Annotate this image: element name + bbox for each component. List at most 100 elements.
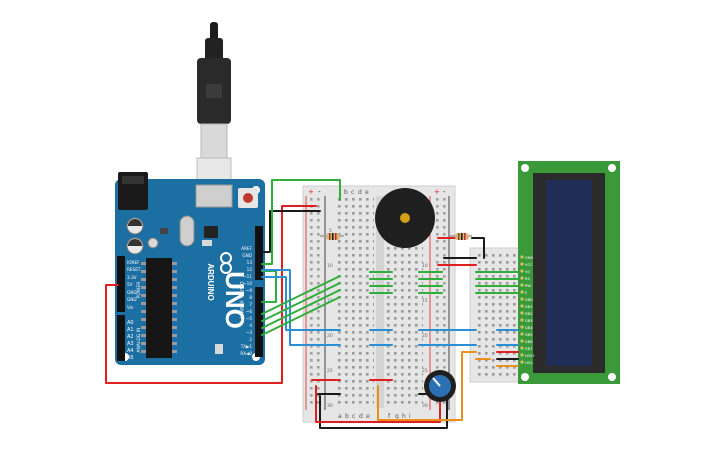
digital-header-title: DIGITAL (PWM~): [238, 281, 244, 319]
lcd-pin-label: DB1: [525, 305, 533, 309]
digital-pin-label: 8: [249, 295, 252, 300]
arduino-infinity-logo: [220, 252, 232, 274]
wire-red-bottom[interactable]: [315, 385, 441, 423]
column-letter: c: [351, 189, 354, 196]
mini-breadboard[interactable]: [469, 247, 523, 383]
uno-logo-text: UNO: [220, 271, 250, 329]
power-pin-label: GND: [127, 297, 137, 302]
lcd-pin-label: GND: [525, 256, 533, 260]
mounting-hole: [608, 373, 616, 381]
column-letter: c: [352, 413, 355, 420]
lcd-pin-label: DB3: [525, 319, 533, 323]
gnd-label: GND: [242, 253, 252, 258]
digital-pin-label: ~3: [246, 330, 253, 335]
power-header: [117, 256, 125, 312]
column-letter: g: [395, 413, 399, 420]
row-number: 10: [422, 263, 428, 269]
row-number: 25: [327, 368, 333, 374]
column-letter: h: [402, 413, 406, 420]
analog-pin-label: A4: [127, 348, 134, 354]
digital-pin-label: 12: [247, 267, 253, 272]
wire-green-aref[interactable]: [261, 179, 341, 265]
resistor-1[interactable]: [320, 233, 344, 240]
column-letter: a: [338, 413, 342, 420]
lcd-pin-label: DB0: [525, 298, 533, 302]
power-pin-label: 3.3V: [127, 275, 137, 280]
center-channel: [376, 196, 384, 408]
row-number: 15: [422, 298, 428, 304]
terminal-strip-left[interactable]: [338, 196, 374, 408]
lcd-pin-label: LED+: [525, 354, 535, 358]
lcd-pin-label: V0: [525, 270, 530, 274]
column-letter: b: [345, 413, 349, 420]
digital-pin-label: ~9: [246, 288, 253, 293]
digital-pin-label: TX▶1: [240, 344, 253, 349]
wire-black-resistor[interactable]: [471, 237, 485, 259]
power-pin-label: Vin: [127, 305, 134, 310]
wire-green-d4[interactable]: [261, 282, 341, 322]
arduino-brand-text: ARDUINO: [206, 263, 215, 300]
lcd-pin-label: VCC: [525, 263, 533, 267]
piezo-buzzer[interactable]: [375, 188, 435, 248]
wire-green-d3[interactable]: [261, 289, 341, 329]
row-number: 10: [327, 263, 333, 269]
potentiometer[interactable]: [424, 370, 456, 402]
power-pin-label: GND: [127, 290, 137, 295]
right-power-rail[interactable]: [432, 196, 448, 408]
row-number: 20: [422, 333, 428, 339]
lcd-pin-label: RS: [525, 277, 530, 281]
digital-pin-label: 2: [249, 337, 252, 342]
arduino-uno-board[interactable]: IOREF RESET 3.3V 5V GND GND Vin A0 A1 A2…: [115, 172, 265, 365]
resistor-2[interactable]: [450, 233, 472, 240]
lcd-pin-label: RW: [525, 284, 531, 288]
digital-header-bottom: [255, 287, 263, 357]
column-letter: f: [388, 413, 391, 420]
analog-pin-label: A1: [127, 327, 134, 333]
analog-pin-label: A3: [127, 341, 134, 347]
power-header-title: POWER: [136, 282, 142, 299]
wire-black-gnd[interactable]: [261, 210, 321, 253]
column-letter: e: [365, 189, 369, 196]
column-letter: e: [366, 413, 370, 420]
lcd-pin-label: LED-: [525, 361, 534, 365]
column-letter: i: [409, 413, 411, 420]
row-number: 30: [327, 403, 333, 409]
rail-minus-sign: -: [443, 188, 446, 196]
digital-pin-label: ~6: [246, 309, 253, 314]
lcd-screen: [546, 180, 592, 366]
lcd-pin-label: DB4: [525, 326, 533, 330]
aref-label: AREF: [241, 246, 252, 251]
power-pin-label: 5V: [127, 282, 133, 287]
digital-pin-label: 7: [249, 302, 252, 307]
analog-header-title: ANALOG IN: [136, 327, 142, 352]
column-letter: b: [344, 189, 348, 196]
analog-pin-label: A5: [127, 355, 134, 361]
column-letter: d: [359, 413, 363, 420]
mounting-hole: [521, 373, 529, 381]
usb-jack: [195, 184, 233, 208]
lcd-pin-label: DB2: [525, 312, 533, 316]
wire-green-d5[interactable]: [261, 275, 341, 315]
analog-pin-label: A2: [127, 334, 134, 340]
power-pin-label: IOREF: [127, 260, 140, 265]
power-pin-label: RESET: [127, 267, 141, 272]
wire-blue-10[interactable]: [261, 276, 341, 331]
digital-pin-label: 13: [247, 260, 253, 265]
usb-cable[interactable]: [196, 22, 232, 207]
lcd-16x2-module[interactable]: GND VCC V0 RS RW E DB0 DB1 DB2 DB3 DB4 D…: [518, 161, 620, 384]
wire-black-bottom[interactable]: [319, 395, 448, 429]
row-number: 25: [422, 368, 428, 374]
analog-pin-label: A0: [127, 320, 134, 326]
digital-pin-label: ~5: [246, 316, 253, 321]
wire-green-d2[interactable]: [261, 296, 341, 336]
atmega-chip: [146, 258, 172, 358]
wire-red-5v[interactable]: [105, 205, 317, 384]
column-letter: d: [358, 189, 362, 196]
wire-orange-pot[interactable]: [377, 351, 477, 421]
lcd-pin-label: DB6: [525, 340, 533, 344]
lcd-pin-label: E: [525, 291, 528, 295]
lcd-pin-label: DB7: [525, 347, 533, 351]
digital-pin-label: ~11: [243, 274, 252, 279]
mounting-hole: [608, 164, 616, 172]
